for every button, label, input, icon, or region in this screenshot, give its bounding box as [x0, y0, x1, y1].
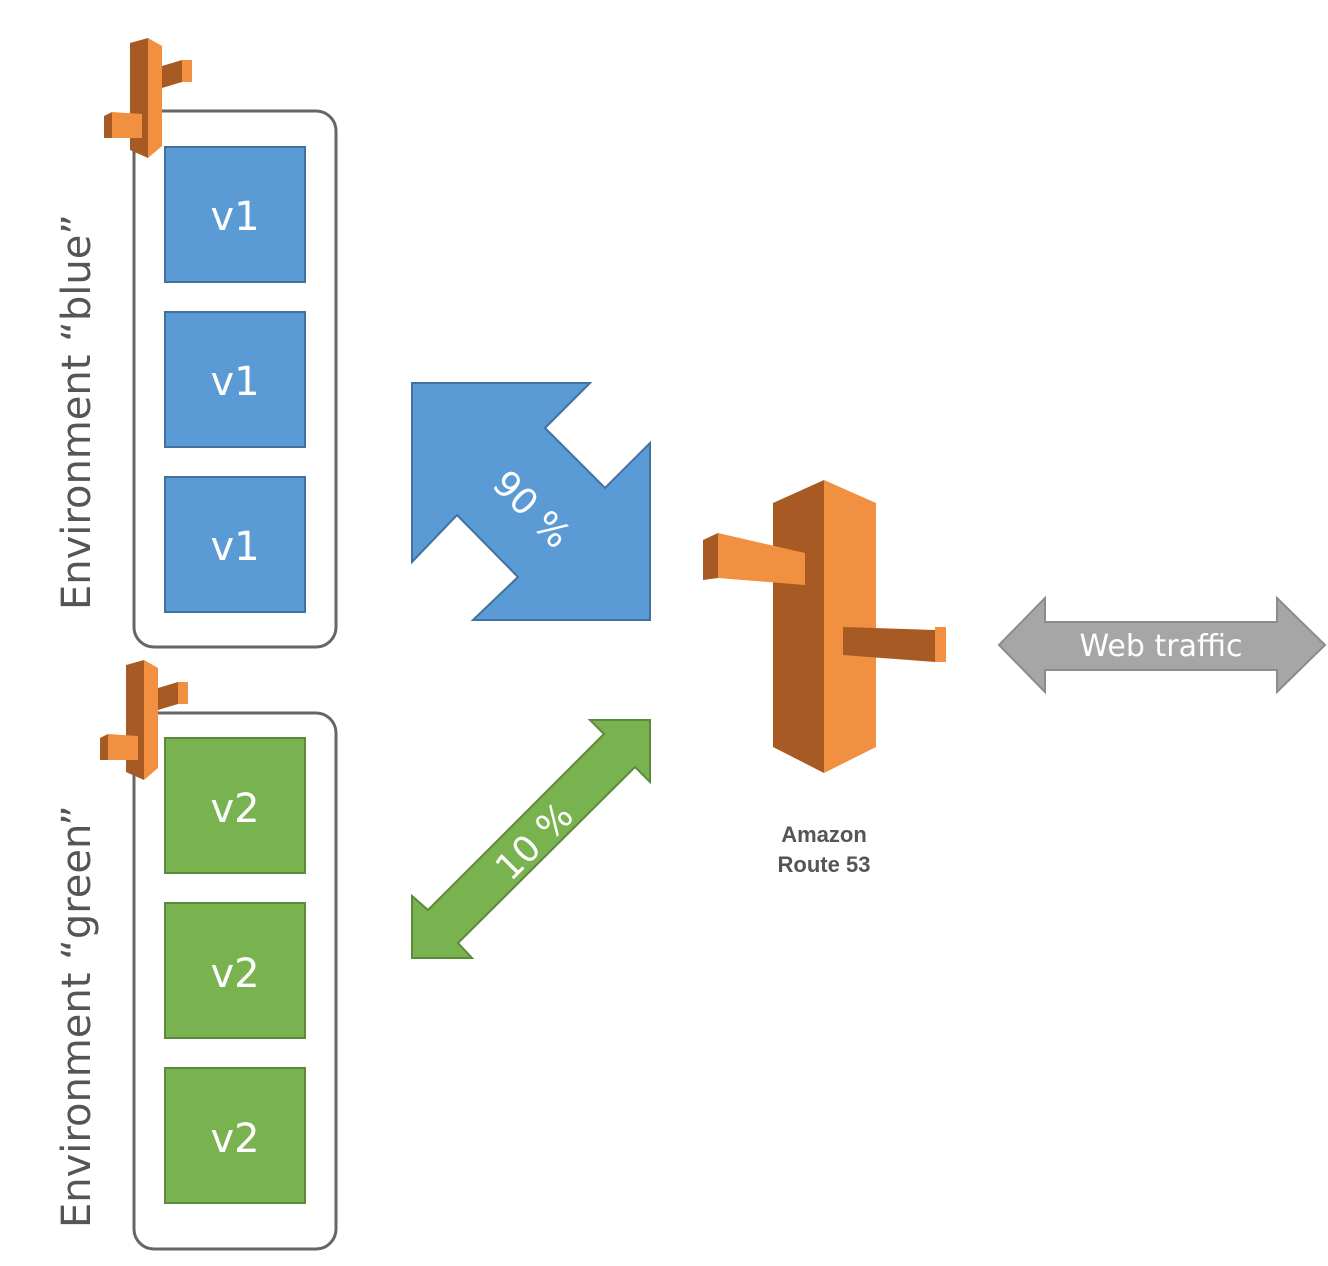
route53-label-line1: Amazon: [781, 822, 867, 847]
environment-blue-label: Environment “blue”: [54, 214, 100, 610]
double-arrow-icon: [411, 719, 651, 959]
environment-blue: Environment “blue” v1 v1 v1: [54, 38, 338, 649]
load-balancer-icon: [100, 660, 188, 780]
instance-label: v1: [210, 194, 259, 240]
instance-label: v1: [210, 524, 259, 570]
instance-label: v2: [210, 1116, 259, 1162]
instance-box: v1: [164, 311, 306, 448]
instance-label: v1: [210, 359, 259, 405]
instance-box: v2: [164, 902, 306, 1039]
instance-box: v1: [164, 146, 306, 283]
route53-icon: [703, 480, 946, 773]
instance-box: v2: [164, 737, 306, 874]
web-traffic-arrow: Web traffic: [997, 595, 1327, 695]
instance-label: v2: [210, 951, 259, 997]
double-arrow-icon: [411, 382, 651, 621]
traffic-arrow-10: 10 %: [411, 719, 651, 959]
web-traffic-label: Web traffic: [1080, 629, 1243, 664]
environment-green-label: Environment “green”: [54, 805, 100, 1228]
load-balancer-icon: [104, 38, 192, 158]
instance-box: v2: [164, 1067, 306, 1204]
environment-green: Environment “green” v2 v2 v2: [54, 660, 338, 1251]
double-arrow-icon: [997, 595, 1327, 695]
route53-label-line2: Route 53: [778, 852, 871, 877]
traffic-arrow-90: 90 %: [411, 382, 651, 621]
instance-label: v2: [210, 786, 259, 832]
instance-box: v1: [164, 476, 306, 613]
